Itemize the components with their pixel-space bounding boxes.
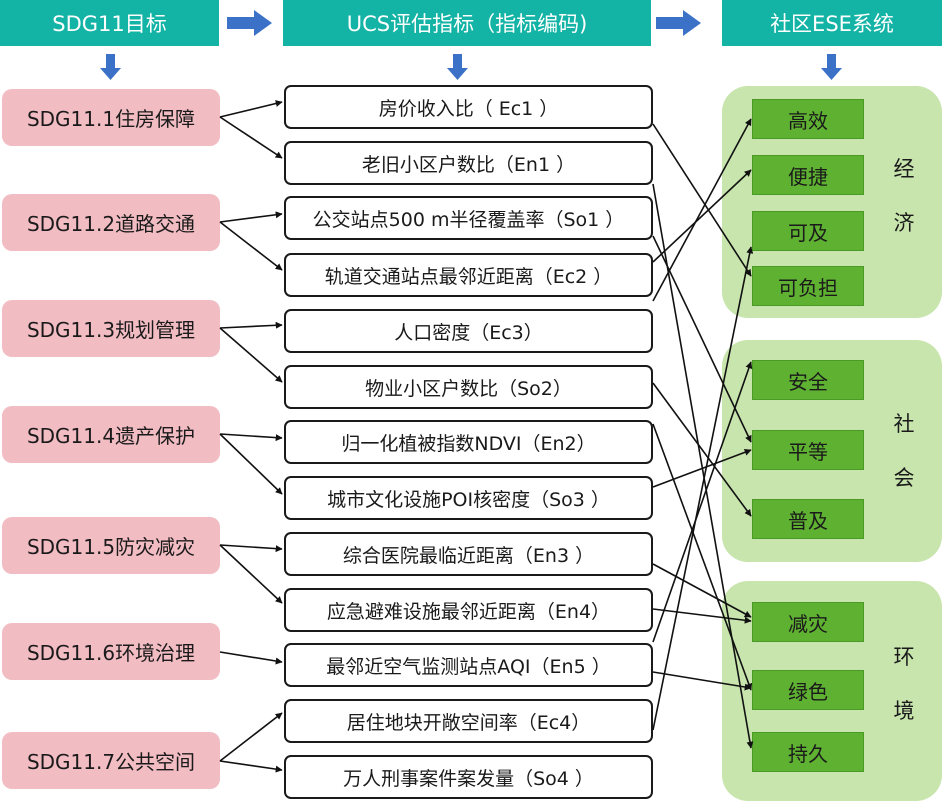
attribute-efficient: 高效 bbox=[752, 99, 864, 139]
indicator-en1: 老旧小区户数比（En1 ） bbox=[284, 141, 653, 185]
attribute-equality: 平等 bbox=[752, 430, 864, 470]
link-goal3-so2 bbox=[219, 327, 283, 383]
header-ucs: UCS评估指标（指标编码) bbox=[283, 0, 651, 46]
group-economy-char-1: 经 bbox=[893, 157, 915, 181]
attribute-safety: 安全 bbox=[752, 360, 864, 400]
link-goal1-en1 bbox=[219, 116, 283, 159]
link-goal7-ec4 bbox=[219, 712, 283, 762]
indicator-so2: 物业小区户数比（So2） bbox=[284, 365, 653, 409]
link-goal4-so3 bbox=[219, 433, 283, 495]
flow-arrow-down-2 bbox=[447, 54, 468, 80]
indicator-en2: 归一化植被指数NDVI（En2） bbox=[284, 420, 653, 464]
goal-sdg11-5: SDG11.5防灾减灾 bbox=[2, 517, 220, 574]
attribute-green: 绿色 bbox=[752, 670, 864, 710]
indicator-so4: 万人刑事案件案发量（So4 ） bbox=[284, 755, 653, 799]
indicator-ec3: 人口密度（Ec3） bbox=[284, 309, 653, 353]
link-ec2-convenient bbox=[652, 169, 752, 263]
link-en5-green bbox=[652, 671, 752, 691]
goal-sdg11-4: SDG11.4遗产保护 bbox=[2, 406, 220, 463]
indicator-ec4: 居住地块开敞空间率（Ec4） bbox=[284, 699, 653, 743]
indicator-so1: 公交站点500 m半径覆盖率（So1 ） bbox=[284, 196, 653, 240]
group-environment-label: 环 境 bbox=[876, 628, 932, 738]
group-society-char-2: 会 bbox=[893, 466, 915, 490]
goal-sdg11-1: SDG11.1住房保障 bbox=[2, 89, 220, 146]
link-goal5-en3 bbox=[219, 544, 283, 553]
link-en5-safety bbox=[652, 361, 753, 643]
indicator-ec1: 房价收入比（ Ec1 ） bbox=[284, 85, 653, 129]
link-goal1-ec1 bbox=[219, 100, 283, 118]
link-goal2-ec2 bbox=[219, 221, 283, 271]
flow-arrow-down-1 bbox=[100, 54, 121, 80]
group-society-label: 社 会 bbox=[876, 395, 932, 505]
group-environment-char-1: 环 bbox=[893, 645, 915, 669]
link-goal3-ec3 bbox=[219, 321, 283, 329]
attribute-disaster-reduction: 减灾 bbox=[752, 602, 864, 642]
group-economy-label: 经 济 bbox=[876, 140, 932, 250]
link-so1-safety bbox=[652, 235, 752, 443]
flow-arrow-right-2 bbox=[656, 10, 701, 36]
link-ec1-affordable bbox=[652, 123, 752, 277]
indicator-en5: 最邻近空气监测站点AQI（En5 ） bbox=[284, 643, 653, 687]
flow-arrow-right-1 bbox=[227, 10, 272, 36]
link-ec3-efficient bbox=[652, 118, 752, 302]
goal-sdg11-3: SDG11.3规划管理 bbox=[2, 300, 220, 357]
attribute-affordable: 可负担 bbox=[752, 266, 864, 306]
flow-arrow-down-3 bbox=[821, 54, 842, 80]
link-goal7-so4 bbox=[219, 760, 283, 773]
group-environment-char-2: 境 bbox=[893, 699, 915, 723]
link-en4-disaster-reduction bbox=[652, 608, 752, 624]
link-goal4-en2 bbox=[219, 433, 283, 442]
link-goal6-en5 bbox=[219, 651, 283, 665]
link-so3-equality bbox=[652, 448, 752, 488]
link-so2-universal bbox=[652, 382, 752, 517]
link-en1-durable bbox=[652, 183, 754, 749]
goal-sdg11-6: SDG11.6环境治理 bbox=[2, 623, 220, 680]
link-en2-green bbox=[652, 423, 753, 691]
indicator-ec2: 轨道交通站点最邻近距离（Ec2 ） bbox=[284, 253, 653, 297]
header-ese: 社区ESE系统 bbox=[722, 0, 942, 46]
group-economy-char-2: 济 bbox=[893, 211, 915, 235]
indicator-en3: 综合医院最临近距离（En3 ） bbox=[284, 532, 653, 576]
goal-sdg11-7: SDG11.7公共空间 bbox=[2, 732, 220, 789]
link-ec4-accessible bbox=[652, 246, 754, 731]
indicator-so3: 城市文化设施POI核密度（So3 ） bbox=[284, 476, 653, 520]
goal-sdg11-2: SDG11.2道路交通 bbox=[2, 194, 220, 251]
header-sdg11: SDG11目标 bbox=[0, 0, 219, 46]
attribute-accessible: 可及 bbox=[752, 211, 864, 251]
group-society-char-1: 社 bbox=[893, 412, 915, 436]
link-goal2-so1 bbox=[219, 211, 283, 223]
attribute-universal: 普及 bbox=[752, 499, 864, 539]
attribute-convenient: 便捷 bbox=[752, 155, 864, 195]
attribute-durable: 持久 bbox=[752, 732, 864, 772]
link-en3-disaster-reduction bbox=[652, 563, 752, 618]
link-goal5-en4 bbox=[219, 544, 283, 604]
indicator-en4: 应急避难设施最邻近距离（En4） bbox=[284, 588, 653, 632]
